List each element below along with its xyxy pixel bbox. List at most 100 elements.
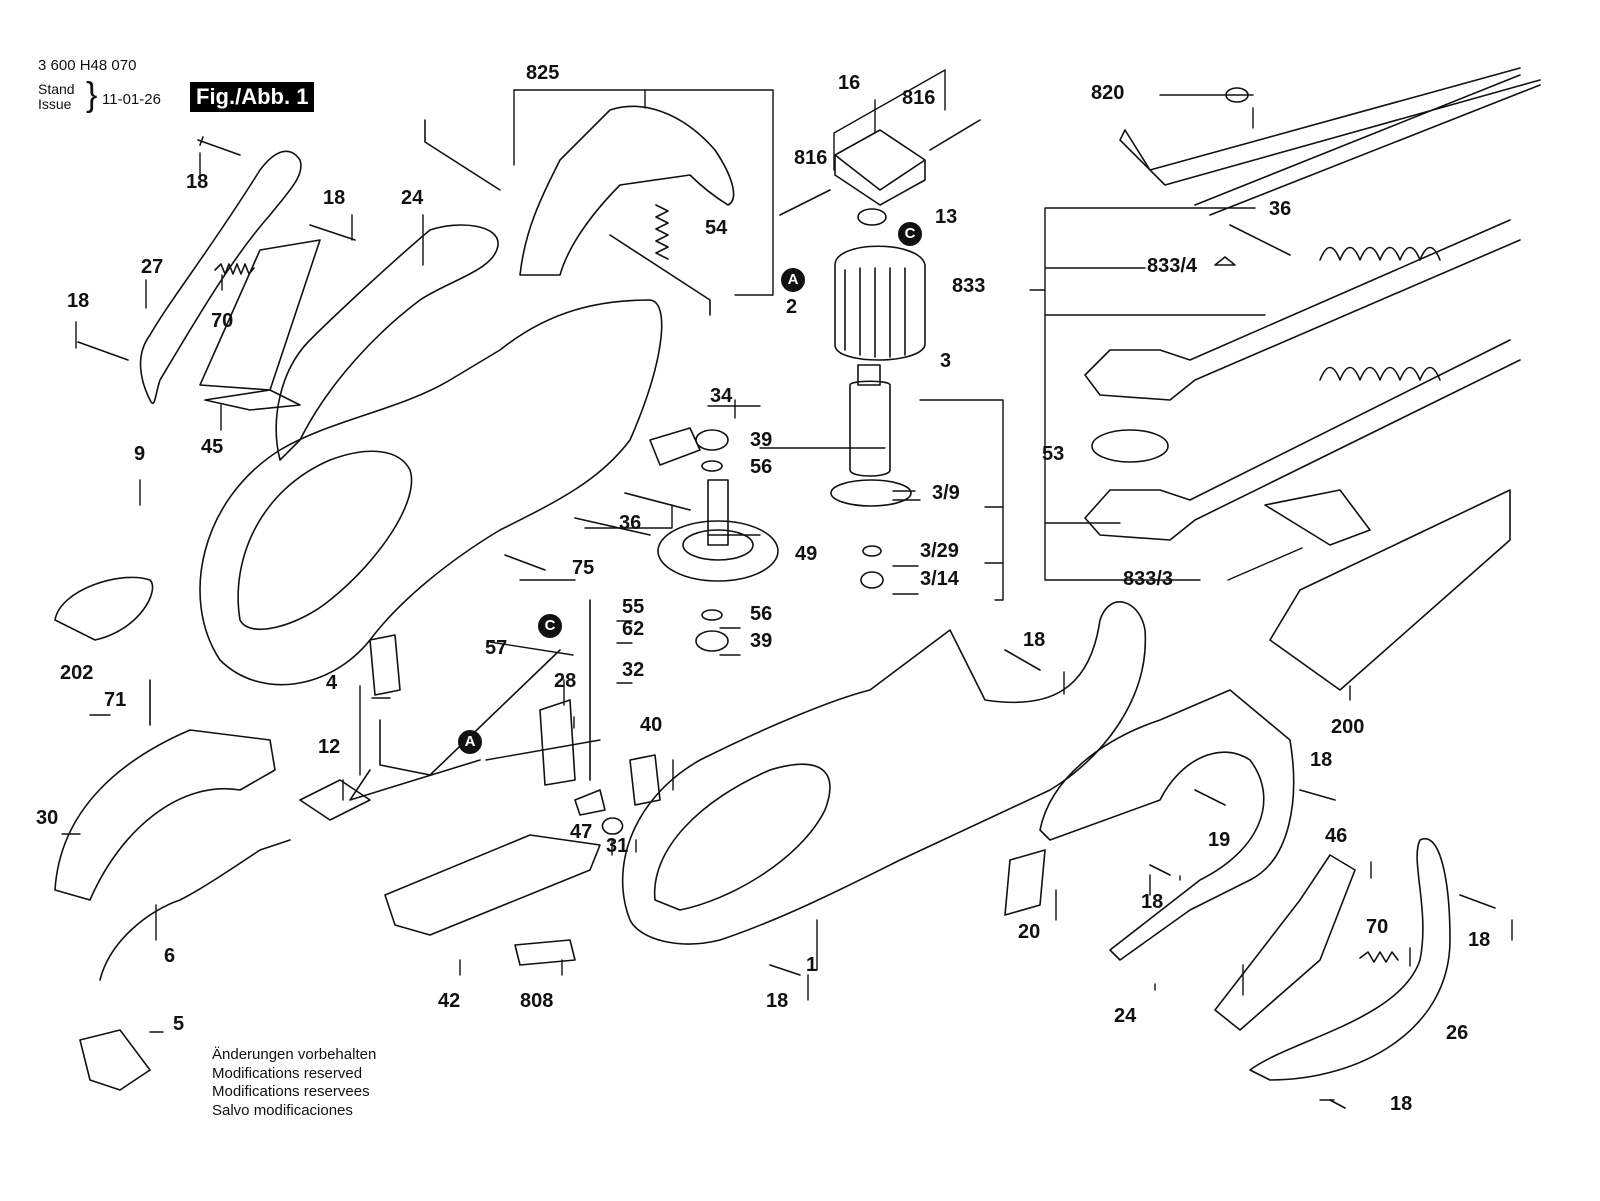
callout-53: 53 <box>1042 443 1065 465</box>
callout-18: 18 <box>1310 749 1333 771</box>
callout-56: 56 <box>750 603 773 625</box>
issue-date: 11-01-26 <box>102 91 161 108</box>
callout-833-3: 833/3 <box>1123 568 1174 590</box>
part-27-handle <box>139 150 302 405</box>
callout-30: 30 <box>36 807 59 829</box>
part-1-housing <box>199 299 663 686</box>
callout-34: 34 <box>710 385 733 407</box>
part-4-capacitor <box>369 634 401 696</box>
callout-18: 18 <box>1141 891 1164 913</box>
part-825-handle <box>519 105 735 276</box>
callout-202: 202 <box>60 662 94 684</box>
part-26-bumper <box>1249 837 1451 1081</box>
callout-62: 62 <box>622 618 645 640</box>
callout-833: 833 <box>952 275 986 297</box>
callout-808: 808 <box>520 990 554 1012</box>
part-16-brush-holder <box>834 129 926 206</box>
callout-46: 46 <box>1325 825 1348 847</box>
callout-24: 24 <box>401 187 424 209</box>
callout-24: 24 <box>1114 1005 1137 1027</box>
callout-39: 39 <box>750 630 773 652</box>
callout-49: 49 <box>795 543 818 565</box>
callout-71: 71 <box>104 689 127 711</box>
callout-70: 70 <box>211 310 234 332</box>
marker-c-cable: C <box>538 614 562 638</box>
callout-200: 200 <box>1331 716 1365 738</box>
callout-28: 28 <box>554 670 577 692</box>
part-42-base-plate <box>384 834 601 936</box>
part-24-lower-housing <box>1039 689 1295 961</box>
part-30-handle <box>54 729 276 901</box>
callout-6: 6 <box>164 945 176 967</box>
issue-label: Issue <box>38 96 72 112</box>
part-12-clamp <box>299 779 371 821</box>
note-spanish: Salvo modificaciones <box>212 1101 353 1119</box>
part-1-lower-housing <box>621 601 1147 945</box>
callout-18: 18 <box>67 290 90 312</box>
part-49-gear <box>657 520 779 582</box>
callout-2: 2 <box>786 296 798 318</box>
callout-26: 26 <box>1446 1022 1469 1044</box>
part-200-guard <box>1269 489 1511 691</box>
figure-label: Fig./Abb. 1 <box>190 82 315 112</box>
callout-3-14: 3/14 <box>920 568 959 590</box>
callout-3-9: 3/9 <box>932 482 960 504</box>
callout-833-4: 833/4 <box>1147 255 1198 277</box>
stand-label: Stand <box>38 81 75 97</box>
note-german: Änderungen vorbehalten <box>212 1046 377 1063</box>
callout-9: 9 <box>134 443 146 465</box>
marker-c-motor: C <box>898 222 922 246</box>
stand-issue-label: Stand Issue <box>38 82 75 112</box>
callout-825: 825 <box>526 62 560 84</box>
callout-36: 36 <box>1269 198 1292 220</box>
callout-27: 27 <box>141 256 164 278</box>
marker-a-motor: A <box>781 268 805 292</box>
callout-32: 32 <box>622 659 645 681</box>
callout-1: 1 <box>806 954 818 976</box>
callout-54: 54 <box>705 217 728 239</box>
brace-icon: } <box>86 76 98 114</box>
part-820-blade-cover <box>1119 67 1541 186</box>
callout-18: 18 <box>766 990 789 1012</box>
document-number: 3 600 H48 070 <box>38 57 137 74</box>
callout-45: 45 <box>201 436 224 458</box>
part-46-guard-slide <box>1214 854 1356 1031</box>
callout-19: 19 <box>1208 829 1231 851</box>
callout-39: 39 <box>750 429 773 451</box>
callout-816: 816 <box>794 147 828 169</box>
callout-18: 18 <box>323 187 346 209</box>
callout-57: 57 <box>485 637 508 659</box>
callout-36: 36 <box>619 512 642 534</box>
callout-16: 16 <box>838 72 861 94</box>
callout-47: 47 <box>570 821 593 843</box>
part-6-cable <box>99 839 291 981</box>
part-833-blade-lower <box>1084 339 1521 541</box>
callout-70: 70 <box>1366 916 1389 938</box>
callout-20: 20 <box>1018 921 1041 943</box>
callout-4: 4 <box>326 672 338 694</box>
part-45-grip <box>199 239 321 411</box>
callout-820: 820 <box>1091 82 1125 104</box>
note-french: Modifications reservees <box>212 1083 370 1100</box>
part-833-blade-upper <box>1084 219 1521 401</box>
callout-75: 75 <box>572 557 595 579</box>
part-3-armature <box>849 364 891 477</box>
callout-55: 55 <box>622 596 645 618</box>
part-202-cap <box>54 576 154 641</box>
note-english: Modifications reserved <box>212 1064 363 1082</box>
part-2-field <box>834 245 926 361</box>
callout-816: 816 <box>902 87 936 109</box>
callout-18: 18 <box>1390 1093 1413 1115</box>
callout-42: 42 <box>438 990 461 1012</box>
callout-3-29: 3/29 <box>920 540 959 562</box>
callout-18: 18 <box>186 171 209 193</box>
modifications-notice: Änderungen vorbehalten Modifications res… <box>212 1046 376 1120</box>
callout-5: 5 <box>173 1013 185 1035</box>
callout-56: 56 <box>750 456 773 478</box>
marker-a-cable: A <box>458 730 482 754</box>
leader-lines <box>61 69 1513 1101</box>
part-24-housing <box>275 224 499 461</box>
callout-40: 40 <box>640 714 663 736</box>
callout-12: 12 <box>318 736 341 758</box>
